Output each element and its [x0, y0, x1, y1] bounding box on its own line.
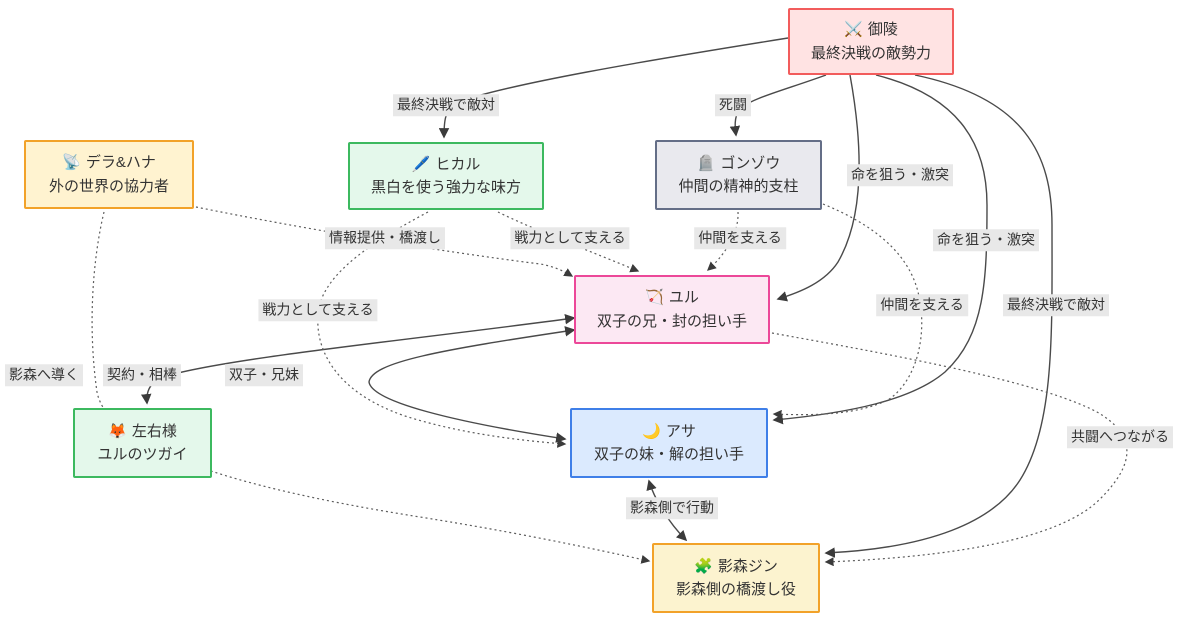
- node-asa: 🌙アサ双子の妹・解の担い手: [570, 408, 768, 478]
- node-hikaru: 🖊️ヒカル黒白を使う強力な味方: [348, 142, 544, 210]
- edge-label-dera-hana-kagemori-jin: 影森へ導く: [5, 364, 83, 386]
- edge-label-hikaru-yuru: 戦力として支える: [510, 227, 630, 249]
- node-subtitle: 外の世界の協力者: [48, 177, 169, 195]
- edge-label-yuru-sayu: 契約・相棒: [103, 364, 181, 386]
- crescent-moon-icon: 🌙: [642, 422, 661, 440]
- edge-yuru-sayu: [140, 313, 576, 405]
- edge-yuru-asa: [368, 326, 576, 443]
- node-title: ゴンゾウ: [720, 154, 781, 172]
- edge-label-goryo-yuru: 命を狙う・激突: [847, 164, 953, 186]
- edge-hikaru-asa: [317, 211, 567, 448]
- node-title: 影森ジン: [717, 557, 778, 575]
- edge-label-goryo-asa: 命を狙う・激突: [933, 229, 1039, 251]
- edge-label-goryo-hikaru: 最終決戦で敵対: [393, 94, 499, 116]
- edge-label-yuru-asa: 双子・兄妹: [225, 364, 303, 386]
- node-subtitle: 双子の兄・封の担い手: [596, 312, 747, 330]
- node-title: デラ&ハナ: [85, 154, 156, 172]
- node-yuru: 🏹ユル双子の兄・封の担い手: [574, 275, 770, 344]
- pen-icon: 🖊️: [411, 155, 431, 173]
- edge-goryo-asa: [772, 74, 988, 425]
- edge-dera-hana-yuru: [195, 206, 574, 277]
- crossed-swords-icon: ⚔️: [844, 21, 863, 39]
- edge-label-goryo-kagemori-jin: 最終決戦で敵対: [1003, 294, 1109, 316]
- node-title: 左右様: [131, 422, 177, 440]
- node-subtitle: 双子の妹・解の担い手: [593, 446, 744, 463]
- fox-icon: 🦊: [108, 422, 127, 440]
- edge-label-yuru-kagemori-jin: 共闘へつながる: [1067, 426, 1173, 448]
- edge-label-gonzou-asa: 仲間を支える: [876, 294, 968, 316]
- edge-goryo-hikaru: [438, 37, 789, 139]
- node-title: ヒカル: [435, 155, 481, 173]
- node-subtitle: ユルのツガイ: [97, 446, 188, 463]
- edge-goryo-yuru: [776, 74, 860, 302]
- node-kagemori-jin: 🧩影森ジン影森側の橋渡し役: [652, 543, 820, 613]
- node-subtitle: 黒白を使う強力な味方: [370, 179, 521, 196]
- edge-label-gonzou-yuru: 仲間を支える: [694, 227, 786, 249]
- edge-yuru-kagemori-jin: [771, 332, 1128, 567]
- edge-label-hikaru-asa: 戦力として支える: [258, 299, 378, 321]
- node-gonzou: 🪦ゴンゾウ仲間の精神的支柱: [655, 140, 822, 210]
- node-sayu: 🦊左右様ユルのツガイ: [73, 408, 212, 478]
- edge-goryo-kagemori-jin: [824, 74, 1053, 558]
- edge-dera-hana-kagemori-jin: [91, 211, 651, 564]
- edge-label-goryo-gonzou: 死闘: [715, 94, 751, 116]
- bow-and-arrow-icon: 🏹: [645, 289, 664, 307]
- edge-gonzou-asa: [772, 203, 923, 419]
- edge-label-asa-kagemori-jin: 影森側で行動: [626, 497, 718, 519]
- headstone-icon: 🪦: [696, 154, 716, 172]
- node-subtitle: 最終決戦の敵勢力: [810, 44, 931, 62]
- node-dera-hana: 📡デラ&ハナ外の世界の協力者: [24, 140, 194, 209]
- node-subtitle: 影森側の橋渡し役: [675, 581, 796, 598]
- node-title: 御陵: [867, 21, 898, 39]
- node-title: アサ: [665, 422, 696, 440]
- node-title: ユル: [668, 289, 699, 307]
- edge-label-dera-hana-yuru: 情報提供・橋渡し: [325, 227, 445, 249]
- satellite-antenna-icon: 📡: [62, 154, 81, 172]
- node-subtitle: 仲間の精神的支柱: [678, 178, 799, 195]
- puzzle-piece-icon: 🧩: [694, 557, 713, 575]
- node-goryo: ⚔️御陵最終決戦の敵勢力: [788, 8, 954, 75]
